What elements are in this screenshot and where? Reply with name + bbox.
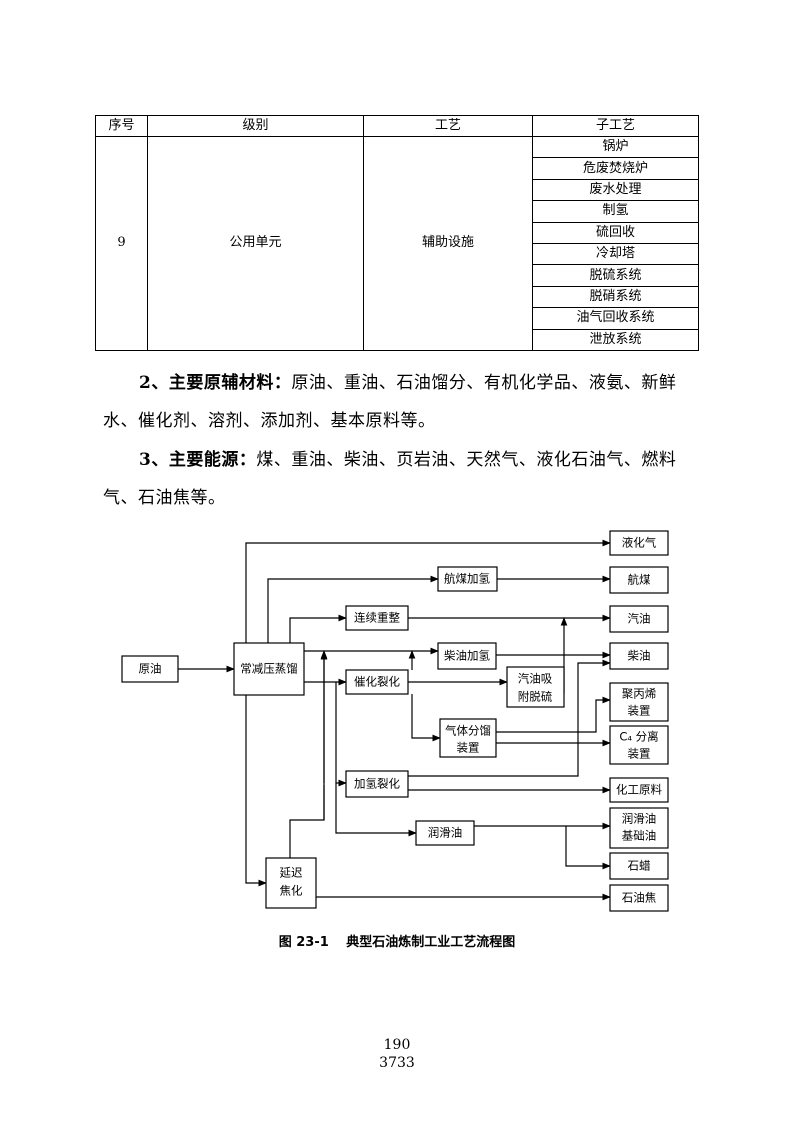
svg-text:装置: 装置	[628, 704, 651, 718]
refinery-flow-diagram: 原油 常减压蒸馏 航煤加氢 连续重整 柴油加氢 催化裂化 汽油吸 附脱硫 气体分…	[121, 530, 669, 912]
cell-level: 公用单元	[147, 136, 364, 351]
svg-text:石蜡: 石蜡	[628, 859, 651, 873]
node-gas-fractionation: 气体分馏 装置	[439, 718, 497, 758]
cell-subprocess: 脱硫系统	[532, 264, 699, 287]
line-coking-up	[289, 785, 325, 858]
process-table: 序号 级别 工艺 子工艺 9 公用单元 辅助设施 锅炉 危废焚烧炉 废水处理 制…	[95, 115, 699, 351]
product-chemicals: 化工原料	[609, 777, 669, 803]
header-process: 工艺	[363, 115, 533, 137]
product-wax: 石蜡	[609, 852, 669, 880]
svg-text:航煤加氢: 航煤加氢	[444, 572, 490, 586]
svg-text:汽油: 汽油	[628, 612, 651, 626]
table-header-row: 序号 级别 工艺 子工艺	[95, 115, 699, 137]
energy-paragraph: 3、主要能源：煤、重油、柴油、页岩油、天然气、液化石油气、燃料气、石油焦等。	[103, 441, 703, 517]
energy-text: 煤、重油、柴油、页岩油、天然气、液化石油气、燃料气、石油焦等。	[103, 450, 677, 508]
arrow-to-lpg	[245, 539, 611, 643]
svg-text:延迟: 延迟	[280, 866, 303, 880]
cell-subprocess: 油气回收系统	[532, 307, 699, 330]
svg-text:C₄ 分离: C₄ 分离	[619, 730, 658, 744]
cell-subprocess: 脱硝系统	[532, 285, 699, 309]
page-number: 190	[383, 1037, 411, 1053]
node-diesel-hydro: 柴油加氢	[437, 642, 497, 670]
svg-text:航煤: 航煤	[628, 573, 651, 587]
product-diesel: 柴油	[609, 642, 669, 670]
table-row: 9 公用单元 辅助设施 锅炉	[95, 135, 699, 351]
arrow-hydrocrack-to-diesel	[408, 659, 611, 777]
arrow-to-hydrocrack	[335, 682, 347, 787]
cell-subprocess: 危废焚烧炉	[532, 157, 699, 180]
node-distillation: 常减压蒸馏	[233, 642, 305, 696]
header-subprocess: 子工艺	[532, 115, 699, 137]
svg-text:常减压蒸馏: 常减压蒸馏	[240, 662, 298, 676]
svg-text:基础油: 基础油	[622, 829, 657, 843]
svg-text:化工原料: 化工原料	[616, 783, 662, 797]
table-row: 泄放系统	[96, 328, 699, 351]
svg-text:焦化: 焦化	[280, 884, 303, 898]
cell-subprocess: 废水处理	[532, 178, 699, 202]
figure-caption: 图 23-1 典型石油炼制工业工艺流程图	[278, 935, 516, 950]
materials-label: 2、主要原辅材料：	[139, 373, 292, 393]
svg-text:润滑油: 润滑油	[622, 812, 657, 826]
product-jet: 航煤	[609, 566, 669, 594]
node-coking: 延迟 焦化	[265, 857, 317, 909]
svg-text:原油: 原油	[139, 662, 162, 676]
materials-paragraph: 2、主要原辅材料：原油、重油、石油馏分、有机化学品、液氨、新鲜水、催化剂、溶剂、…	[103, 364, 703, 440]
arrow-to-pp	[496, 696, 611, 733]
product-polypropylene: 聚丙烯 装置	[609, 682, 669, 722]
header-index: 序号	[95, 115, 148, 137]
node-lube: 润滑油	[415, 820, 475, 846]
svg-text:石油焦: 石油焦	[622, 891, 657, 905]
svg-text:连续重整: 连续重整	[354, 611, 400, 625]
svg-text:装置: 装置	[457, 741, 480, 755]
header-level: 级别	[147, 115, 364, 137]
node-hydrocrack: 加氢裂化	[345, 770, 409, 798]
product-lube-base: 润滑油 基础油	[609, 807, 669, 849]
table-row: 冷却塔	[96, 242, 699, 266]
node-reform: 连续重整	[345, 605, 409, 631]
node-crude: 原油	[121, 655, 179, 683]
svg-text:附脱硫: 附脱硫	[518, 690, 553, 704]
product-coke: 石油焦	[609, 884, 669, 912]
cell-subprocess: 锅炉	[532, 135, 699, 159]
svg-text:柴油加氢: 柴油加氢	[444, 649, 490, 663]
svg-text:装置: 装置	[628, 747, 651, 761]
product-lpg: 液化气	[609, 530, 669, 556]
svg-text:润滑油: 润滑油	[428, 826, 463, 840]
node-gasoline-desulf: 汽油吸 附脱硫	[506, 666, 565, 708]
product-c4: C₄ 分离 装置	[609, 725, 669, 765]
node-jet-hydro: 航煤加氢	[437, 566, 498, 592]
svg-text:柴油: 柴油	[628, 649, 651, 663]
cell-subprocess: 制氢	[532, 200, 699, 223]
svg-text:加氢裂化: 加氢裂化	[354, 777, 400, 791]
svg-text:催化裂化: 催化裂化	[354, 675, 400, 689]
arrow-to-coking	[245, 695, 267, 887]
flow-connections	[178, 539, 611, 901]
svg-text:汽油吸: 汽油吸	[518, 672, 553, 686]
svg-text:气体分馏: 气体分馏	[445, 724, 491, 738]
cell-process: 辅助设施	[363, 136, 533, 351]
arrow-fcc-to-gasfrac	[411, 694, 441, 742]
arrow-to-wax	[565, 826, 611, 870]
cell-subprocess: 冷却塔	[532, 242, 699, 266]
product-gasoline: 汽油	[609, 605, 669, 633]
cell-subprocess: 硫回收	[532, 221, 699, 244]
arrow-to-jet-hydro	[267, 575, 439, 643]
node-fcc: 催化裂化	[345, 669, 409, 695]
arrow-to-reform	[289, 614, 347, 643]
cell-subprocess: 泄放系统	[532, 328, 699, 351]
energy-label: 3、主要能源：	[139, 450, 257, 470]
arrow-to-lube	[335, 783, 417, 837]
cell-index: 9	[95, 136, 148, 351]
serial-number: 3733	[379, 1055, 415, 1071]
svg-text:液化气: 液化气	[622, 536, 657, 550]
materials-text: 原油、重油、石油馏分、有机化学品、液氨、新鲜水、催化剂、溶剂、添加剂、基本原料等…	[103, 373, 677, 431]
svg-text:聚丙烯: 聚丙烯	[622, 687, 657, 701]
